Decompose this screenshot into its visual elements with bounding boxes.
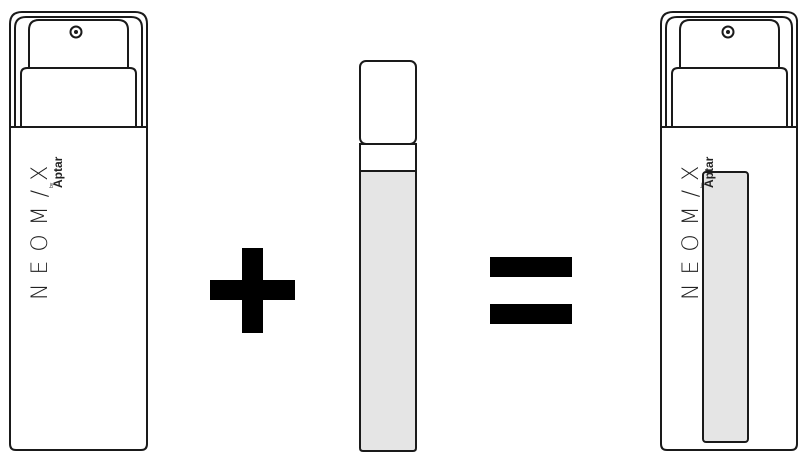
vial-body — [360, 171, 416, 451]
right-bottle-inner-vial — [703, 172, 748, 442]
right-bottle-cap — [661, 12, 797, 127]
vial-collar — [360, 144, 416, 171]
right-brand-aptar-text: Aptar — [702, 156, 716, 188]
left-bottle-cap — [10, 12, 147, 127]
right-bottle-collar — [672, 68, 787, 127]
left-bottle-cap-inner — [15, 17, 142, 127]
vial-cap — [360, 61, 416, 144]
left-brand-neomix-text: NEOM/X — [28, 157, 53, 300]
left-brand-aptar-text: Aptar — [51, 156, 65, 188]
equals-icon — [490, 257, 572, 324]
refill-insert-vial — [360, 61, 416, 451]
right-brand-neomix-text: NEOM/X — [679, 157, 704, 300]
left-bottle-collar — [21, 68, 136, 127]
plus-icon — [210, 248, 295, 333]
